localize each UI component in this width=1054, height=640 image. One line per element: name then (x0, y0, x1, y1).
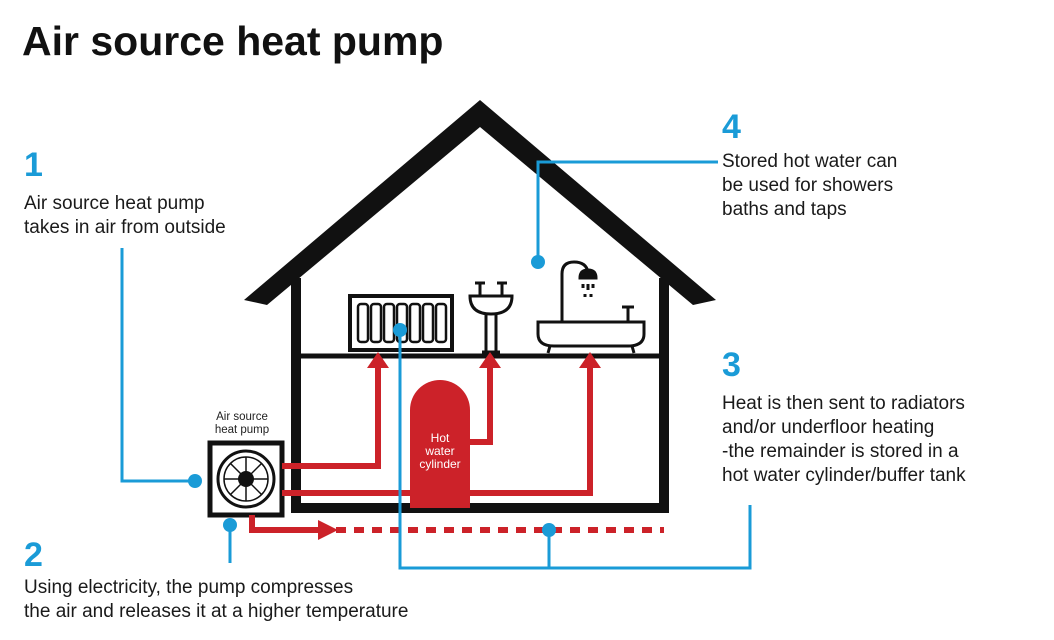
step-1-number: 1 (24, 146, 43, 184)
step-2-number: 2 (24, 536, 43, 574)
step-4-number: 4 (722, 108, 741, 146)
pipe-arrowheads (318, 352, 601, 540)
step-3-line: -the remainder is stored in a (722, 441, 959, 462)
cylinder-label-line: water (425, 444, 455, 458)
step-4-text: Stored hot water can be used for showers… (722, 150, 897, 222)
step-2-line: Using electricity, the pump compresses (24, 577, 354, 598)
step-2-text: Using electricity, the pump compresses t… (24, 576, 408, 624)
step-3-line: hot water cylinder/buffer tank (722, 465, 966, 486)
house (244, 100, 716, 513)
hot-water-cylinder (410, 380, 470, 508)
heating-pipes (249, 368, 664, 533)
sink (468, 281, 514, 354)
cylinder-label-line: Hot (430, 431, 450, 445)
heat-pump-label: Air source heat pump (196, 411, 288, 437)
heat-pump-label-line: Air source (216, 411, 268, 423)
step-4-line: be used for showers (722, 175, 894, 196)
house-walls (291, 278, 669, 513)
cylinder-label-line: cylinder (419, 457, 461, 471)
step-3-text: Heat is then sent to radiators and/or un… (722, 392, 966, 488)
bath (536, 260, 646, 354)
page-title: Air source heat pump (22, 18, 444, 64)
house-roof (244, 100, 716, 305)
step-1-line: takes in air from outside (24, 217, 226, 238)
step-4-line: baths and taps (722, 199, 847, 220)
step-4-line: Stored hot water can (722, 151, 898, 172)
step-3-line: Heat is then sent to radiators (722, 393, 965, 414)
step-3-line: and/or underfloor heating (722, 417, 935, 438)
heat-pump-label-line: heat pump (214, 424, 270, 436)
step-3-number: 3 (722, 346, 741, 384)
callout-dots (188, 255, 556, 537)
cylinder-label: Hot water cylinder (410, 432, 470, 471)
step-1-text: Air source heat pump takes in air from o… (24, 192, 226, 240)
heat-pump-unit (207, 440, 285, 518)
step-1-line: Air source heat pump (24, 193, 205, 214)
step-2-line: the air and releases it at a higher temp… (24, 601, 409, 622)
